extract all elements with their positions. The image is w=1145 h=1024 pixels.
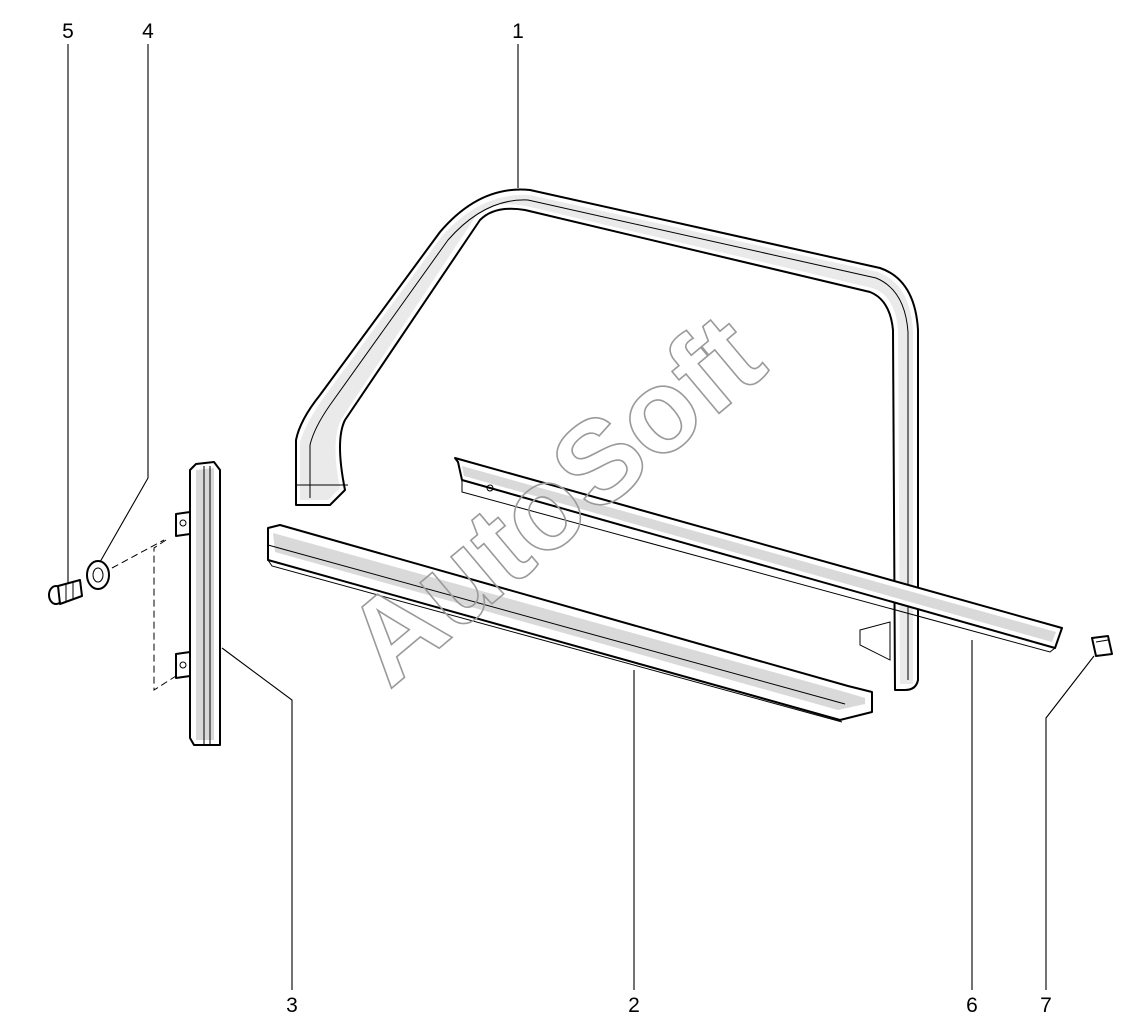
part-7-clip bbox=[1091, 635, 1113, 657]
part-2-inner-sill-seal bbox=[267, 524, 873, 723]
callout-7: 7 bbox=[1040, 994, 1052, 1017]
callout-1: 1 bbox=[512, 20, 524, 43]
callout-3: 3 bbox=[286, 994, 298, 1017]
leader-line-3 bbox=[221, 647, 293, 990]
leader-line-7 bbox=[1045, 655, 1095, 990]
callout-4: 4 bbox=[142, 20, 154, 43]
callout-6: 6 bbox=[966, 994, 978, 1017]
part-4-washer bbox=[86, 539, 165, 590]
callout-2: 2 bbox=[628, 994, 640, 1017]
part-5-screw bbox=[48, 579, 83, 605]
callout-5: 5 bbox=[62, 20, 74, 43]
part-3-glass-run-channel bbox=[153, 461, 221, 746]
part-1-door-frame-seal bbox=[295, 188, 919, 691]
leader-line-4 bbox=[99, 44, 149, 563]
part-6-outer-sill-seal bbox=[454, 457, 1063, 653]
